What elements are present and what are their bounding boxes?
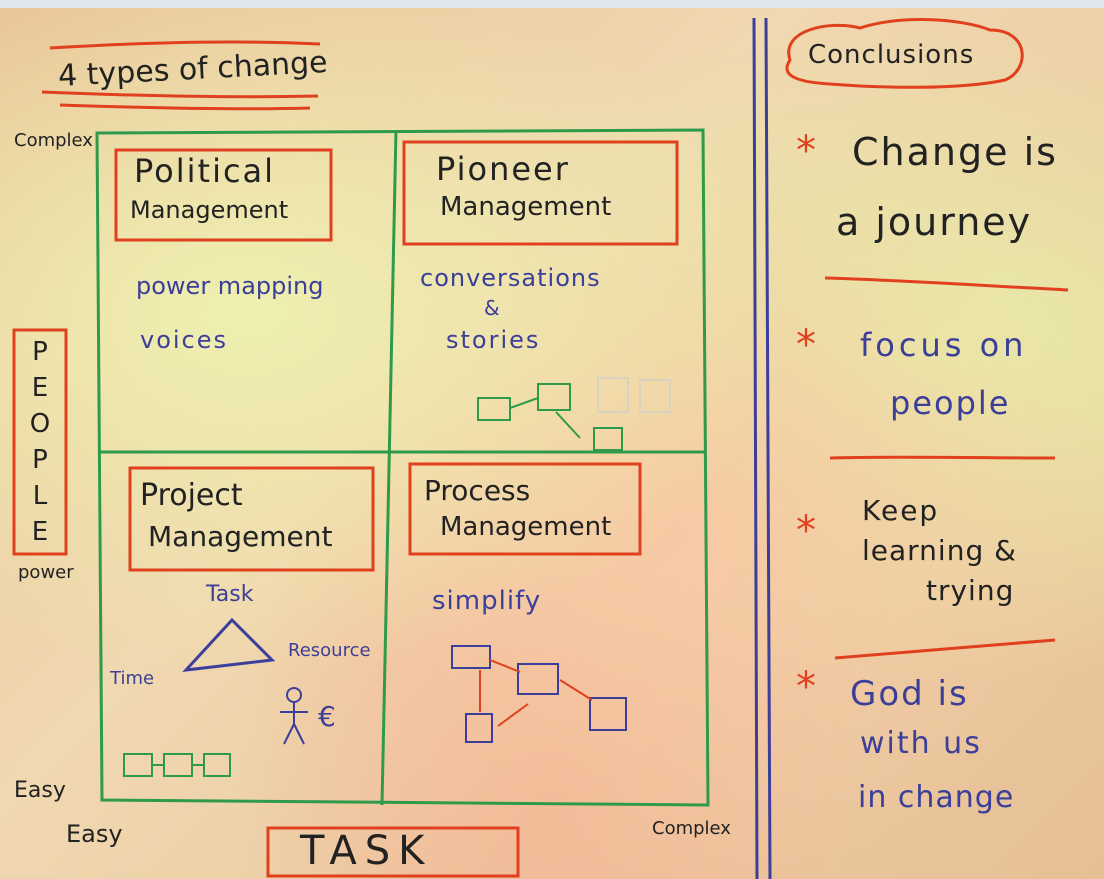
conclusions-heading: Conclusions — [808, 40, 975, 70]
people-axis-box — [12, 328, 68, 556]
people-letter: P — [32, 445, 48, 475]
grid-outer — [95, 128, 710, 807]
project-triangle — [182, 617, 276, 672]
political-note-voices: voices — [140, 326, 229, 354]
conclusion-3-line3: trying — [926, 574, 1015, 607]
project-title-line2: Management — [148, 520, 333, 553]
people-power-label: power — [18, 562, 74, 583]
pioneer-title-line1: Pioneer — [436, 150, 570, 188]
pioneer-title-line2: Management — [440, 192, 612, 222]
triangle-label-task: Task — [206, 582, 254, 607]
title-underline-bottom — [59, 103, 311, 111]
conclusion-3-line2: learning & — [862, 534, 1017, 567]
divider-line-right — [764, 17, 772, 879]
separator-1 — [824, 276, 1069, 292]
people-letter: E — [31, 373, 49, 403]
title-underline-mid — [41, 90, 319, 99]
complex-right-label: Complex — [652, 818, 731, 839]
easy-left-label: Easy — [14, 778, 66, 803]
process-title-box — [408, 462, 642, 556]
political-title-box — [114, 148, 333, 242]
people-letter: E — [31, 517, 49, 547]
project-box-chain — [123, 753, 231, 777]
conclusion-1-line1: Change is — [852, 130, 1058, 174]
political-title-line1: Political — [134, 152, 276, 190]
stick-figure — [280, 687, 308, 745]
people-letter: P — [32, 337, 48, 367]
people-letter: O — [29, 409, 51, 439]
people-axis-label: P E O P L E — [20, 334, 60, 550]
conclusion-4-line1: God is — [850, 674, 969, 714]
project-title-line1: Project — [140, 478, 243, 513]
conclusion-1-line2: a journey — [836, 200, 1033, 244]
conclusion-bullet-3: * — [796, 508, 816, 554]
pioneer-note-ampersand: & — [484, 296, 500, 320]
pioneer-title-box — [402, 140, 679, 246]
grid-vertical-divider — [380, 129, 398, 806]
conclusion-4-line2: with us — [860, 726, 982, 761]
conclusion-bullet-1: * — [796, 128, 816, 174]
people-letter: L — [32, 481, 48, 511]
process-network — [451, 645, 627, 743]
political-note-power-mapping: power mapping — [136, 272, 324, 300]
complex-top-label: Complex — [14, 130, 93, 151]
separator-2 — [829, 455, 1056, 460]
political-title-line2: Management — [130, 196, 289, 224]
conclusion-2-line1: focus on — [860, 326, 1028, 364]
title-underline-top — [49, 40, 321, 50]
pioneer-note-stories: stories — [446, 326, 541, 354]
conclusion-bullet-2: * — [796, 322, 816, 368]
process-note-simplify: simplify — [432, 586, 542, 616]
project-title-box — [128, 466, 375, 572]
pioneer-flow-sketch — [477, 383, 623, 451]
task-axis-label: TASK — [300, 828, 433, 874]
triangle-label-resource: Resource — [288, 640, 371, 661]
easy-bottom-label: Easy — [66, 820, 123, 848]
pioneer-faint-boxes — [597, 377, 671, 413]
process-title-line1: Process — [424, 474, 531, 507]
task-axis-box — [266, 826, 520, 878]
triangle-label-time: Time — [110, 668, 155, 689]
conclusion-2-line2: people — [890, 384, 1011, 422]
conclusion-4-line3: in change — [858, 780, 1015, 815]
conclusion-bullet-4: * — [796, 664, 816, 710]
conclusion-3-line1: Keep — [862, 494, 940, 527]
divider-line-left — [752, 17, 759, 879]
process-title-line2: Management — [440, 512, 612, 542]
euro-symbol: € — [318, 700, 336, 733]
conclusions-cloud — [785, 18, 1024, 89]
pioneer-note-conversations: conversations — [420, 264, 601, 292]
separator-3 — [834, 638, 1056, 660]
